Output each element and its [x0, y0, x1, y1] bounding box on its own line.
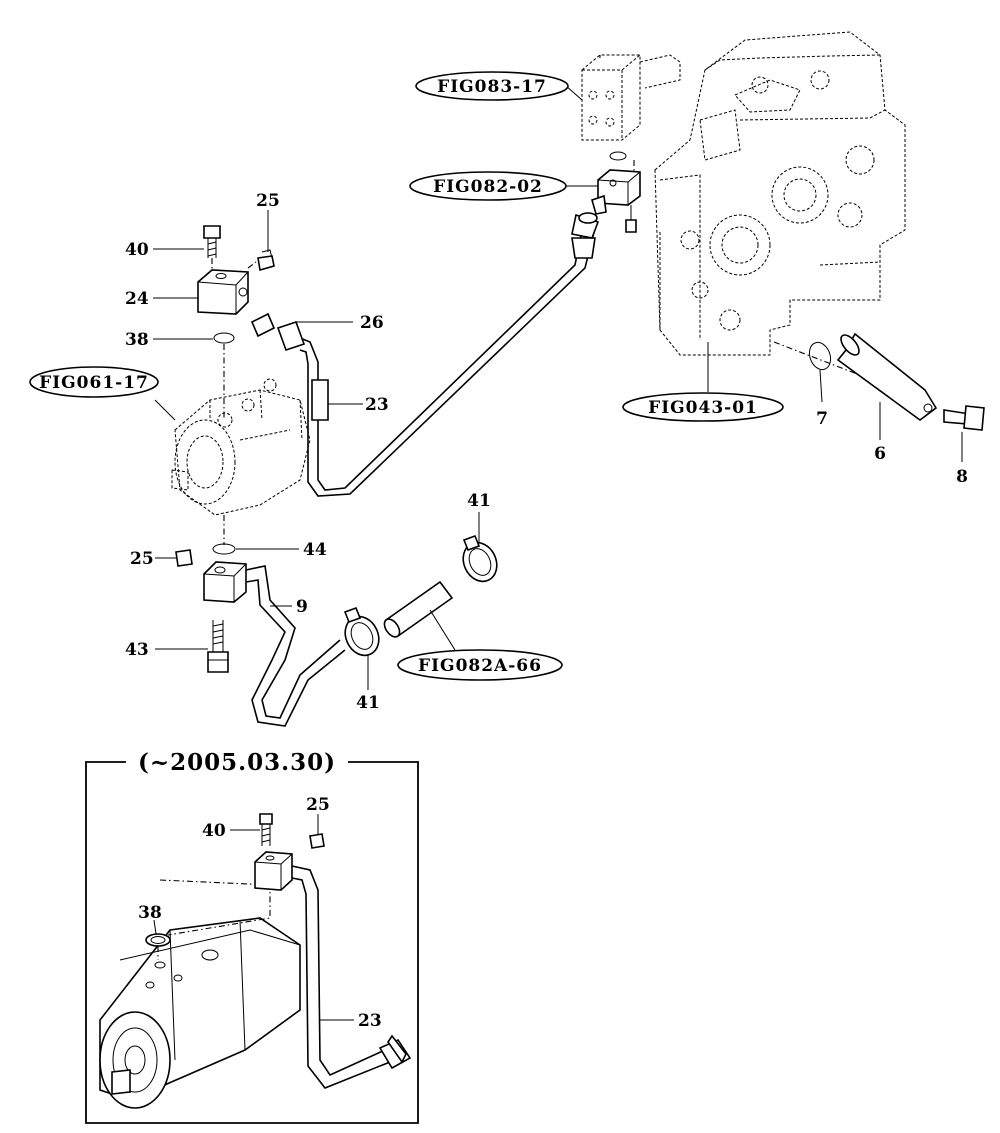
inset-part-label-25: 25 — [306, 795, 330, 815]
svg-text:FIG082A-66: FIG082A-66 — [418, 656, 542, 676]
o-ring — [609, 151, 627, 161]
inset-part-label-38: 38 — [138, 903, 162, 923]
suction-pipe-9 — [245, 565, 346, 727]
bolt-40 — [203, 225, 221, 258]
inset-hydraulic-pipe-23 — [291, 865, 412, 1089]
inset-centerline — [157, 879, 271, 960]
plug-25-mid — [175, 549, 193, 567]
centerline — [247, 261, 257, 269]
svg-text:FIG061-17: FIG061-17 — [39, 373, 149, 393]
fitting-26 — [250, 312, 306, 352]
svg-text:FIG083-17: FIG083-17 — [437, 77, 547, 97]
part-label-26: 26 — [360, 313, 384, 333]
bolt-8 — [943, 405, 985, 431]
transmission-housing-drawing — [654, 31, 906, 356]
inset-o-ring-38-inner — [150, 936, 166, 944]
part-label-25: 25 — [256, 191, 280, 211]
rubber-hose — [383, 580, 454, 638]
adapter-block-drawing — [591, 169, 641, 233]
o-ring-7 — [808, 341, 832, 371]
part-label-41: 41 — [467, 491, 491, 511]
part-label-43: 43 — [125, 640, 149, 660]
inset-o-ring-38 — [145, 933, 171, 947]
part-label-44: 44 — [303, 540, 327, 560]
part-label-6: 6 — [874, 444, 886, 464]
inset-date-range: (~2005.03.30) — [138, 749, 336, 776]
figure-ref-fig082-02[interactable]: FIG082-02 — [409, 171, 567, 201]
part-label-40: 40 — [125, 240, 149, 260]
part-label-38: 38 — [125, 330, 149, 350]
inset-plug-25 — [309, 833, 325, 849]
bolt-43 — [207, 620, 229, 673]
hose-clamp-41-right — [462, 534, 498, 583]
part-label-7: 7 — [816, 409, 828, 429]
hydraulic-pump-drawing — [171, 378, 311, 516]
manifold-block-24 — [197, 269, 249, 315]
part-label-25: 25 — [130, 549, 154, 569]
hose-clamp-41-bottom — [343, 606, 380, 657]
plug-25-top — [257, 249, 275, 272]
lower-block — [203, 561, 247, 603]
svg-text:FIG082-02: FIG082-02 — [433, 177, 543, 197]
leader-lines — [153, 84, 963, 690]
inset-panel: (~2005.03.30) — [85, 749, 419, 1124]
part-label-9: 9 — [296, 597, 308, 617]
part-label-23: 23 — [365, 395, 389, 415]
inset-part-label-23: 23 — [358, 1011, 382, 1031]
part-label-8: 8 — [956, 467, 968, 487]
figure-ref-fig043-01[interactable]: FIG043-01 — [622, 392, 784, 422]
o-ring-38 — [213, 332, 235, 344]
o-ring-44 — [212, 543, 236, 555]
svg-text:FIG043-01: FIG043-01 — [648, 398, 758, 418]
inset-part-label-40: 40 — [202, 821, 226, 841]
inset-pump-drawing — [99, 917, 301, 1109]
part-label-41: 41 — [356, 693, 380, 713]
hydraulic-pipe-23 — [299, 212, 600, 497]
part-label-24: 24 — [125, 289, 149, 309]
shaft-pin-6 — [836, 332, 938, 421]
inset-bolt-40 — [259, 813, 273, 846]
inset-leader — [153, 919, 157, 935]
figure-ref-fig083-17[interactable]: FIG083-17 — [415, 71, 569, 101]
inset-manifold-block — [254, 851, 293, 891]
figure-ref-fig082a-66[interactable]: FIG082A-66 — [397, 649, 563, 681]
control-valve-drawing — [581, 54, 681, 141]
figure-ref-fig061-17[interactable]: FIG061-17 — [29, 366, 159, 398]
